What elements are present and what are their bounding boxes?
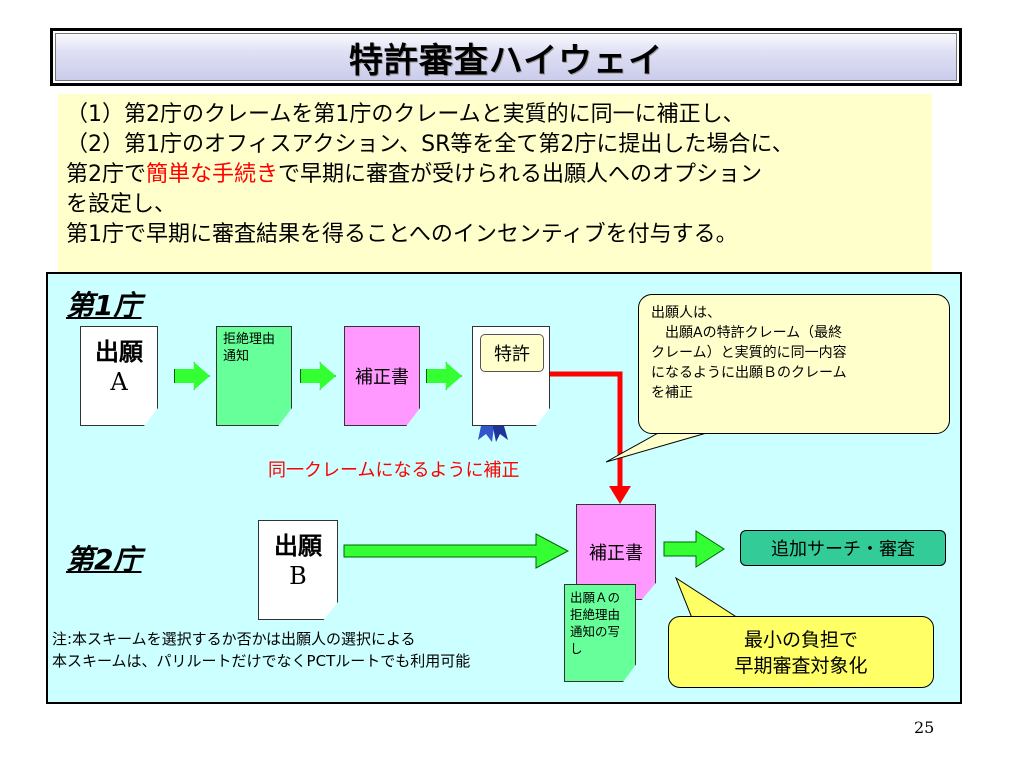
search-green-arrow (663, 530, 725, 568)
application-a-doc: 出願 A (80, 326, 158, 426)
red-arrow-head (609, 486, 631, 504)
callout-a-line-4: になるように出願Ｂのクレーム (651, 365, 847, 381)
rejection-notice-line-2: 通知 (223, 349, 250, 364)
copy-notice-line-1: 出願Ａの (570, 590, 621, 605)
additional-search-box: 追加サーチ・審査 (740, 530, 946, 566)
copy-notice-line-3: 通知の写 (570, 624, 621, 639)
callout-a-line-2: 出願Aの特許クレーム（最終 (651, 325, 843, 341)
patent-stamp: 特許 (480, 334, 544, 372)
callout-a-line-3: クレーム）と実質的に同一内容 (651, 345, 847, 361)
callout-b-line-1: 最小の負担で (743, 629, 858, 651)
application-b-doc: 出願 B (258, 520, 338, 620)
callout-b-line-2: 早期審査対象化 (734, 655, 868, 677)
intro-line-4: を設定し、 (66, 192, 177, 217)
page-number: 25 (914, 718, 935, 737)
long-green-arrow (343, 533, 570, 569)
same-claim-label: 同一クレームになるように補正 (268, 460, 520, 481)
callout-a-line-5: を補正 (651, 385, 693, 401)
copy-notice-line-4: し (570, 641, 583, 656)
note-line-1: 注:本スキームを選択するか否かは出願人の選択による (52, 630, 416, 648)
intro-line-5: 第1庁で早期に審査結果を得ることへのインセンティブを付与する。 (66, 222, 738, 247)
footnote: 注:本スキームを選択するか否かは出願人の選択による 本スキームは、パリルートだけ… (52, 628, 470, 672)
title-banner: 特許審査ハイウェイ (50, 28, 962, 86)
intro-line-2: （2）第1庁のオフィスアクション、SR等を全て第2庁に提出した場合に、 (66, 132, 794, 157)
applicant-callout: 出願人は、 出願Aの特許クレーム（最終 クレーム）と実質的に同一内容 になるよう… (638, 294, 950, 434)
copy-notice-line-2: 拒絶理由 (570, 607, 621, 622)
rejection-notice-doc: 拒絶理由 通知 (216, 326, 292, 426)
intro-text-box: （1）第2庁のクレームを第1庁のクレームと実質的に同一に補正し、 （2）第1庁の… (58, 94, 932, 272)
rejection-copy-doc: 出願Ａの 拒絶理由 通知の写 し (564, 584, 636, 682)
application-b-title: 出願 (274, 532, 322, 560)
minimal-burden-callout: 最小の負担で 早期審査対象化 (668, 616, 934, 688)
callout-b-tail (674, 576, 740, 619)
rejection-notice-line-1: 拒絶理由 (223, 332, 276, 347)
application-a-letter: A (110, 368, 128, 396)
amendment-doc-1: 補正書 (344, 326, 420, 426)
note-line-2: 本スキームは、パリルートだけでなくPCTルートでも利用可能 (52, 652, 471, 670)
intro-line-3: 第2庁で簡単な手続きで早期に審査が受けられる出願人へのオプション (66, 160, 924, 190)
office-1-label: 第1庁 (66, 289, 142, 322)
application-a-title: 出願 (95, 338, 143, 366)
intro-highlight: 簡単な手続き (146, 162, 279, 187)
intro-line-1: （1）第2庁のクレームを第1庁のクレームと実質的に同一に補正し、 (66, 102, 745, 127)
page-title: 特許審査ハイウェイ (348, 40, 664, 81)
office-2-label: 第2庁 (66, 543, 142, 576)
callout-a-line-1: 出願人は、 (651, 305, 721, 321)
intro-line-3-post: で早期に審査が受けられる出願人へのオプション (278, 162, 763, 187)
red-connector-line (548, 371, 623, 488)
intro-line-3-pre: 第2庁で (66, 162, 146, 187)
application-b-letter: B (289, 562, 307, 590)
